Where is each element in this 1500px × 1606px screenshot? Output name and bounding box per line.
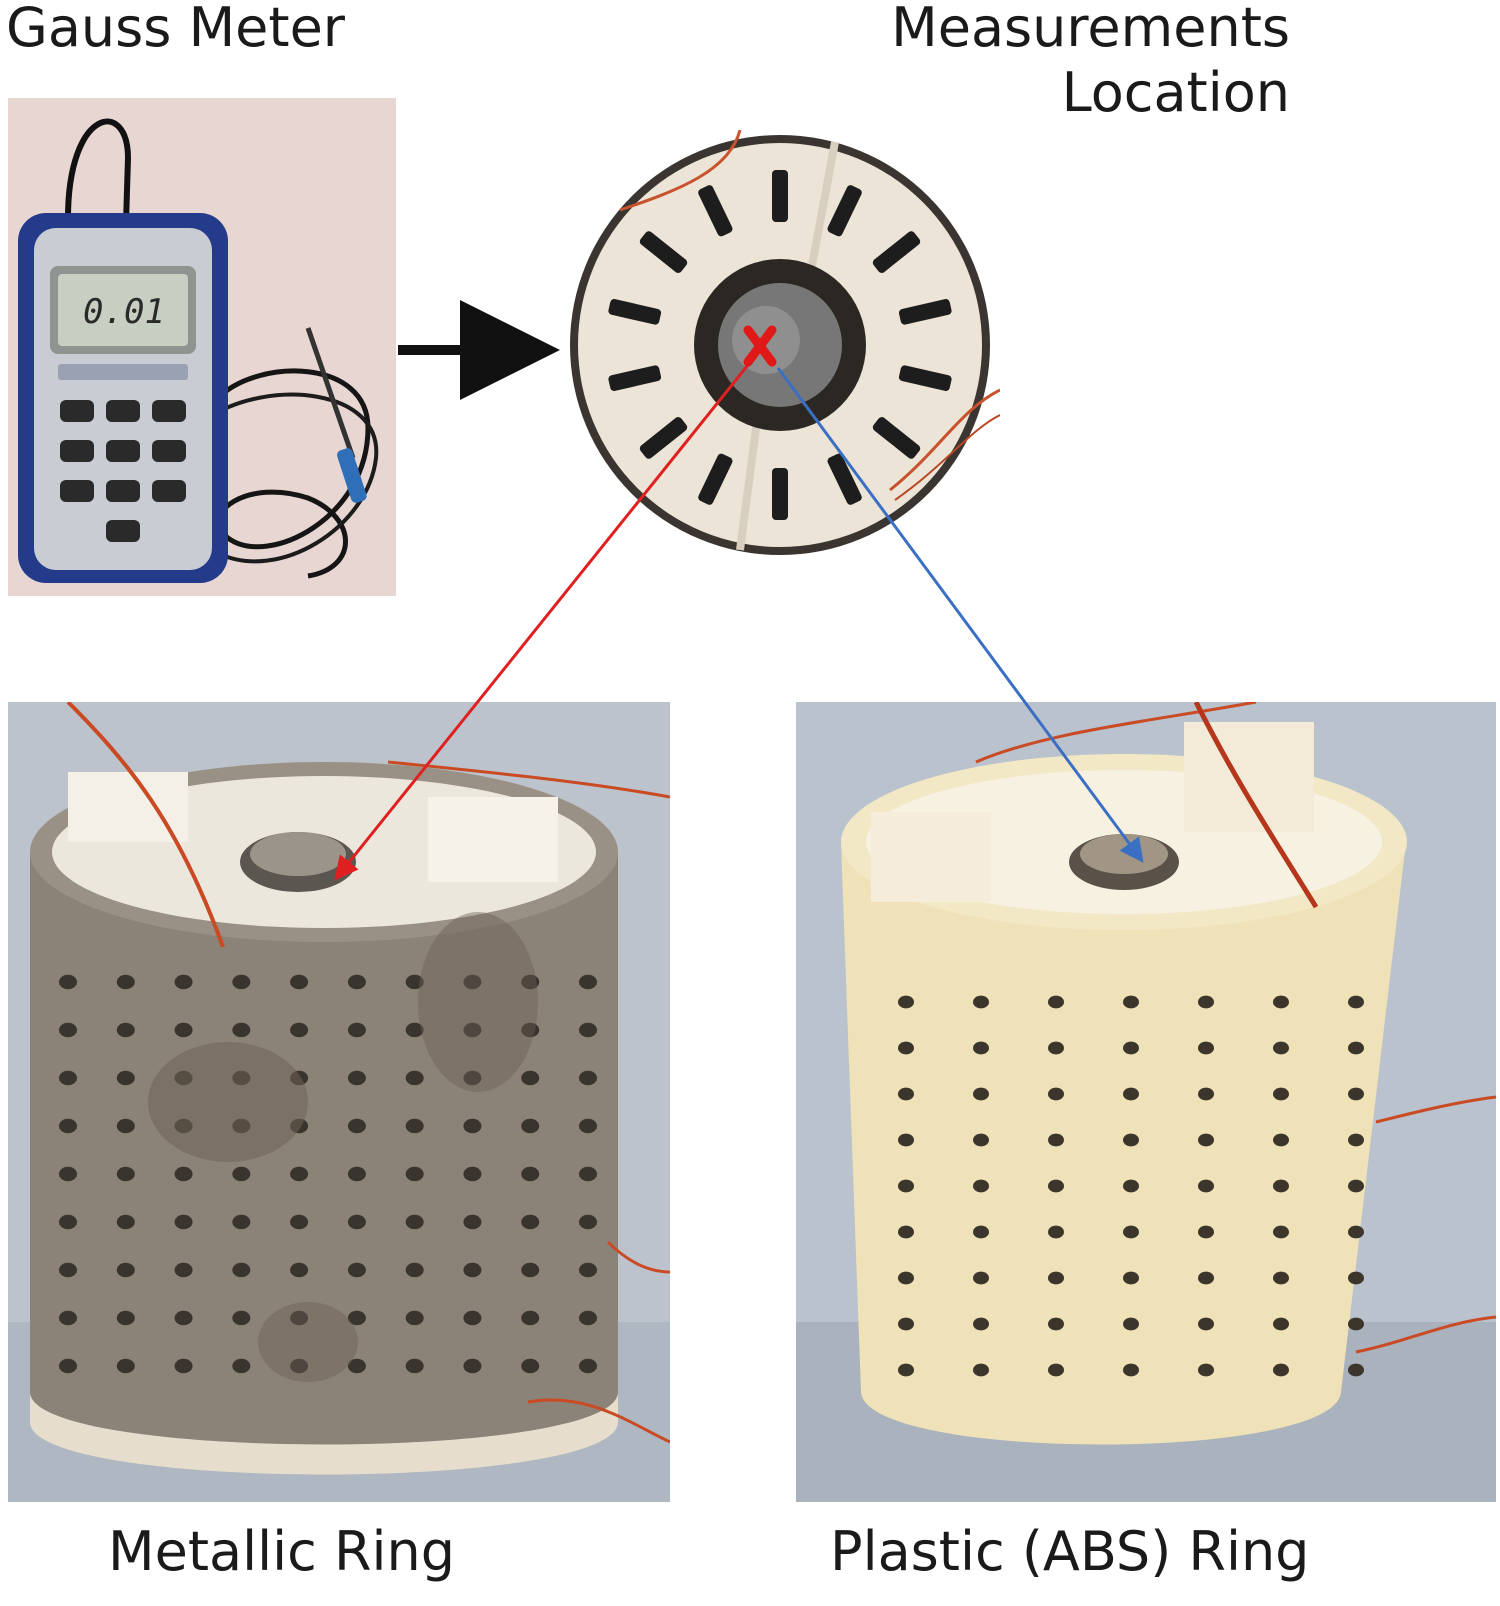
plastic-ring-photo [796, 702, 1496, 1502]
metallic-ring-label: Metallic Ring [108, 1520, 455, 1583]
meter-reading-text: 0.01 [83, 292, 165, 332]
meter-reading: 0.01 [83, 292, 165, 332]
metallic-ring-photo [8, 702, 670, 1502]
measurements-location-label: Measurements Location [860, 0, 1290, 126]
measurements-label-line1: Measurements [891, 0, 1290, 59]
gauss-meter-photo: 0.01 [8, 98, 396, 596]
gauss-meter-label: Gauss Meter [6, 0, 346, 59]
measurements-label-line2: Location [1061, 60, 1290, 124]
plastic-ring-label: Plastic (ABS) Ring [830, 1520, 1310, 1583]
measurement-location-photo [560, 130, 1000, 560]
